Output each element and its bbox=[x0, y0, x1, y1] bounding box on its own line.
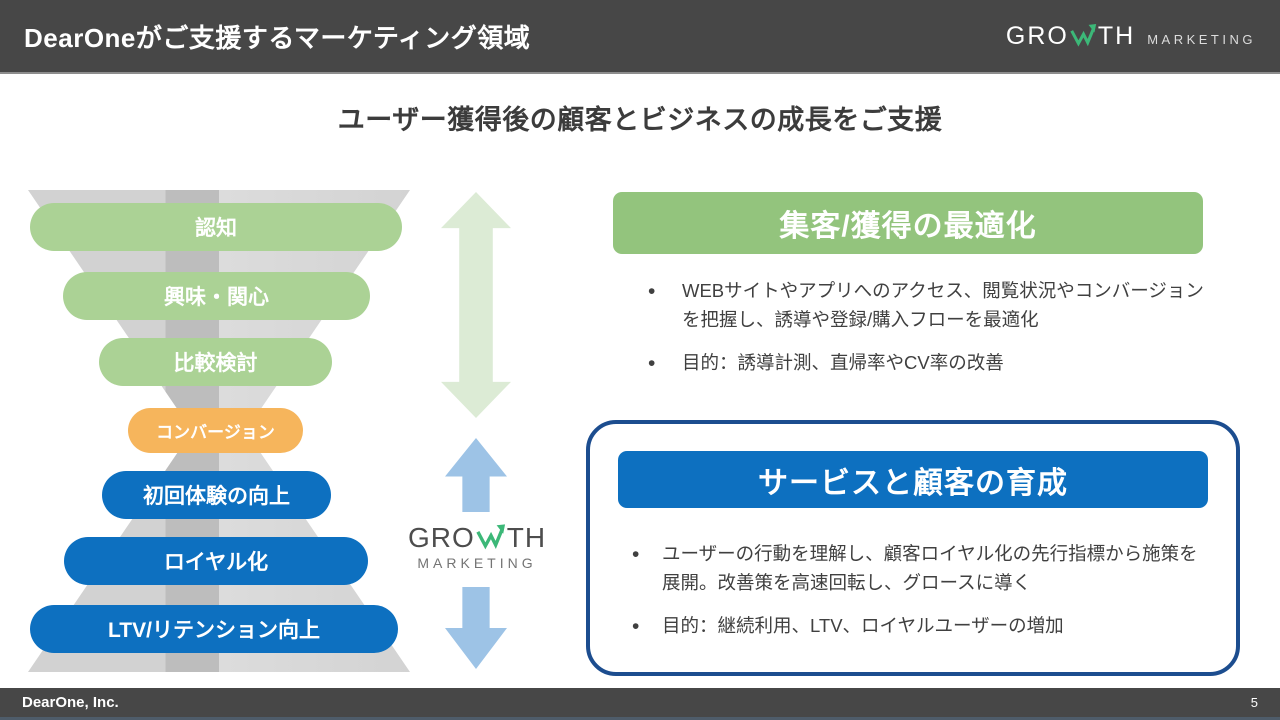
funnel-stage-interest: 興味・関心 bbox=[63, 272, 370, 320]
bullet-text: 目的：誘導計測、直帰率やCV率の改善 bbox=[682, 352, 1004, 374]
bullet-text: WEBサイトやアプリへのアクセス、閲覧状況やコンバージョンを把握し、誘導や登録/… bbox=[682, 280, 1204, 330]
bullet-item: 目的：継続利用、LTV、ロイヤルユーザーの増加 bbox=[616, 611, 1208, 643]
bullet-text: ユーザーの行動を理解し、顧客ロイヤル化の先行指標から施策を展開。改善策を高速回転… bbox=[662, 543, 1198, 593]
growth-marketing-center-logo: GRO TH MARKETING bbox=[396, 522, 558, 571]
center-logo-growth-text: GRO TH bbox=[396, 522, 558, 554]
center-logo-growth-pre: GRO bbox=[407, 522, 475, 553]
funnel-stage-first-experience: 初回体験の向上 bbox=[102, 471, 331, 519]
page-number: 5 bbox=[1250, 695, 1258, 710]
logo-growth-post: TH bbox=[1097, 21, 1136, 50]
growth-arrow-icon bbox=[476, 524, 505, 550]
bullet-text: 目的：継続利用、LTV、ロイヤルユーザーの増加 bbox=[662, 615, 1064, 637]
updown-arrow-icon bbox=[441, 192, 511, 418]
growth-marketing-logo: GRO TH MARKETING bbox=[1006, 22, 1256, 51]
funnel-stage-conversion: コンバージョン bbox=[128, 408, 303, 453]
top-bar: DearOneがご支援するマーケティング領域 GRO TH MARKETING bbox=[0, 0, 1280, 74]
section-header-acquisition: 集客/獲得の最適化 bbox=[613, 192, 1203, 254]
funnel-stage-loyalty: ロイヤル化 bbox=[64, 537, 368, 585]
growth-arrow-icon bbox=[1070, 24, 1097, 47]
center-logo-growth-post: TH bbox=[506, 522, 547, 553]
logo-growth-pre: GRO bbox=[1005, 21, 1069, 50]
bullet-item: ユーザーの行動を理解し、顧客ロイヤル化の先行指標から施策を展開。改善策を高速回転… bbox=[616, 539, 1208, 597]
down-arrow-icon bbox=[445, 587, 507, 669]
acquisition-bullet-list: WEBサイトやアプリへのアクセス、閲覧状況やコンバージョンを把握し、誘導や登録/… bbox=[630, 276, 1215, 393]
service-bullet-list: ユーザーの行動を理解し、顧客ロイヤル化の先行指標から施策を展開。改善策を高速回転… bbox=[616, 539, 1208, 656]
section-header-service: サービスと顧客の育成 bbox=[618, 451, 1208, 508]
bullet-item: 目的：誘導計測、直帰率やCV率の改善 bbox=[630, 348, 1215, 380]
footer-bar: DearOne, Inc. 5 bbox=[0, 688, 1280, 720]
footer-company: DearOne, Inc. bbox=[22, 694, 119, 711]
bullet-item: WEBサイトやアプリへのアクセス、閲覧状況やコンバージョンを把握し、誘導や登録/… bbox=[630, 276, 1215, 334]
center-logo-marketing-text: MARKETING bbox=[417, 555, 537, 571]
up-arrow-icon bbox=[445, 438, 507, 512]
funnel-stage-ltv: LTV/リテンション向上 bbox=[30, 605, 398, 653]
logo-marketing-text: MARKETING bbox=[1147, 31, 1256, 47]
slide-title: DearOneがご支援するマーケティング領域 bbox=[24, 22, 531, 53]
service-growth-box: サービスと顧客の育成 ユーザーの行動を理解し、顧客ロイヤル化の先行指標から施策を… bbox=[586, 420, 1240, 676]
funnel-stage-awareness: 認知 bbox=[30, 203, 402, 251]
page-subtitle: ユーザー獲得後の顧客とビジネスの成長をご支援 bbox=[337, 105, 943, 135]
logo-growth-text: GRO TH bbox=[1006, 22, 1135, 51]
funnel-stage-comparison: 比較検討 bbox=[99, 338, 332, 386]
